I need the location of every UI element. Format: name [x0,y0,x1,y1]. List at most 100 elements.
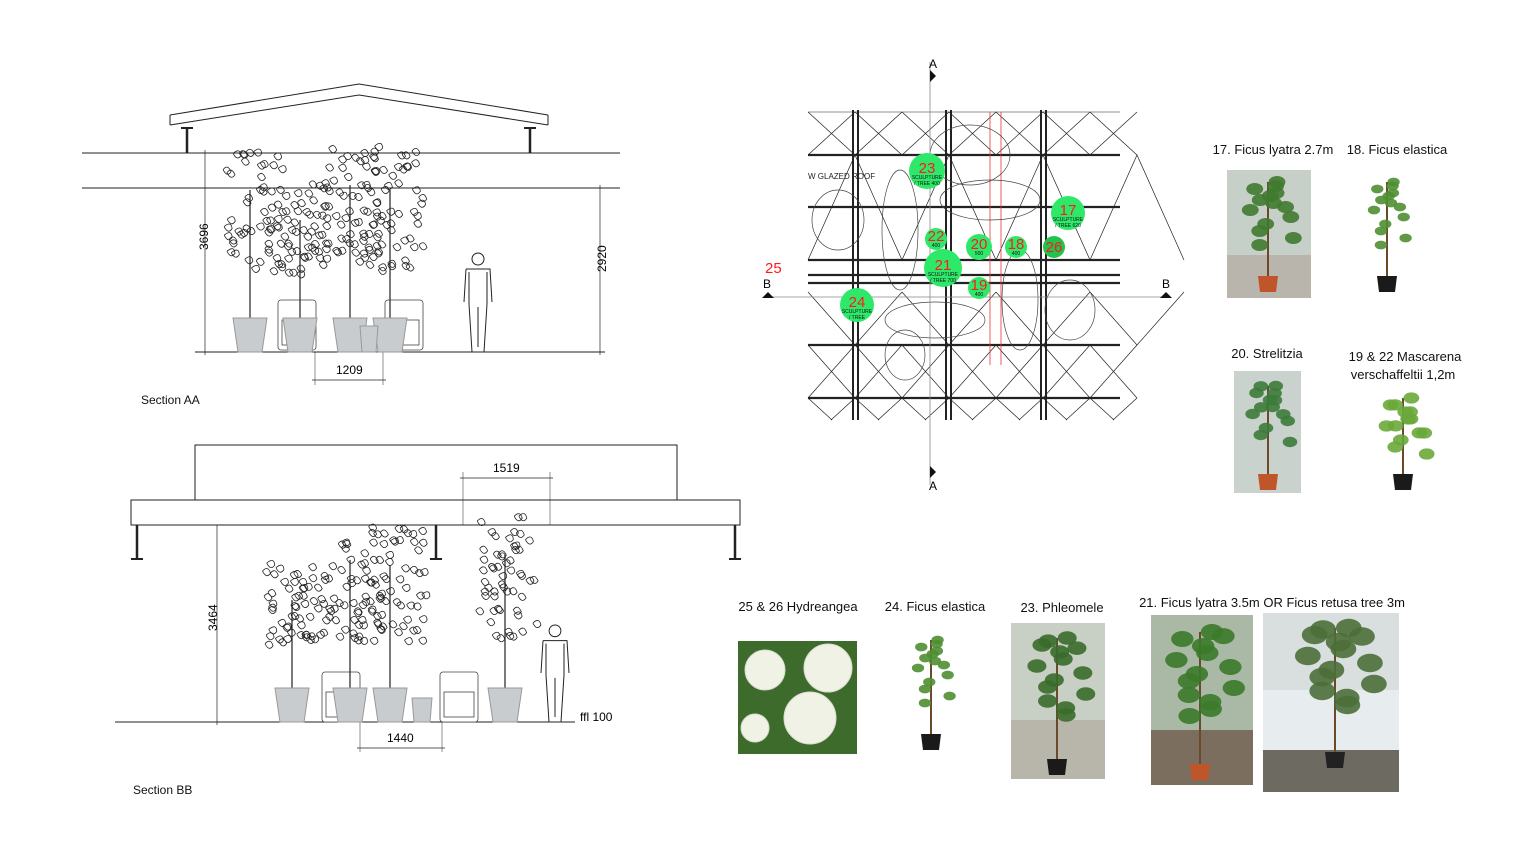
planter-icon [332,687,368,723]
marker-note-line: SCULPTURE [842,309,873,315]
marker-note-line: 500 [975,251,984,257]
furniture-outline [884,329,926,381]
flower [740,713,770,743]
photo-strelitzia-20 [1234,371,1301,493]
flower [783,691,837,745]
marker-number: 23 [919,160,936,177]
plant-photos [738,170,1435,792]
furniture-outline [939,179,1041,221]
marker-note-line: 400 [1012,251,1021,257]
marker-note-line: / TREE [849,315,866,321]
furniture-outline [884,301,986,339]
marker-25: 25 [765,260,782,277]
marker-circle [966,234,992,260]
pot [1047,759,1067,775]
planter-icon [359,325,379,353]
marker-number: 21 [935,257,952,274]
photo-ficus-retusa-21 [1263,613,1399,792]
marker-circle [909,153,945,189]
tree-elevation [475,513,542,723]
marker-circle [924,249,962,287]
photo-ficus-lyatra-17 [1227,170,1311,298]
section-bb-title: Section BB [133,783,193,797]
marker-number: 17 [1060,202,1077,219]
photo-ficus-lyatra-21 [1151,615,1253,785]
planter-icon [487,687,523,723]
plant-label-19-22-line2: verschaffeltii 1,2m [1350,367,1456,382]
plant-label-19-22-line1: 19 & 22 Mascarena [1348,349,1462,364]
planter-icon [372,317,408,353]
planter-icon [274,687,310,723]
marker-note: 400 [975,292,984,298]
tree-elevations [222,143,570,723]
marker-number: 20 [971,236,988,253]
pot [1258,276,1278,292]
plant-label-18: 18. Ficus elastica [1346,142,1448,157]
furniture-outline [881,169,919,291]
marker-note-line: SCULPTURE [928,272,959,278]
planter-icon [282,317,318,353]
marker-note-line: SCULPTURE [912,175,943,181]
pot [1393,474,1413,490]
person-icon [463,252,493,353]
section-bb-drawing [115,444,741,752]
plant-label-21: 21. Ficus lyatra 3.5m OR Ficus retusa tr… [1139,595,1405,610]
tree-elevation [222,148,287,353]
marker-note-line: / TREE 400 [914,181,940,187]
marker-number: 26 [1046,239,1063,256]
rooflight-box [194,444,678,501]
plant-label-23: 23. Phleomele [1020,600,1104,615]
pot [1377,276,1397,292]
dim-3696: 3696 [197,223,211,250]
plant-label-24: 24. Ficus elastica [884,599,986,614]
marker-note-line: / TREE 700 [930,278,956,284]
marker-note: 400 [932,243,941,249]
roof-outline-inner [169,94,549,126]
marker-note-line: / TREE 620 [1055,223,1081,229]
pot [1190,764,1210,780]
tree-elevation [321,143,387,353]
photo-ficus-elastica-24 [911,635,956,750]
tree-elevation [262,560,329,723]
plant-label-20: 20. Strelitzia [1231,346,1303,361]
dim-3464: 3464 [206,604,220,631]
marker-note-line: 400 [932,243,941,249]
photo-phleomele-23 [1011,623,1105,779]
furniture-outline [1044,279,1096,341]
section-a-bottom: A [929,479,937,493]
marker-number: 18 [1008,236,1025,253]
marker-note: SCULPTURE/ TREE 400 [912,175,943,187]
marker-note-line: 400 [975,292,984,298]
planter-icon [232,317,268,353]
roof-outline [169,83,549,116]
dim-2920: 2920 [595,245,609,272]
marker-note-line: SCULPTURE [1053,217,1084,223]
roof-note: W GLAZED ROOF [808,172,875,181]
marker-circle [1051,196,1085,230]
photo-hydrangea-25-26 [738,641,857,754]
section-b-left: B [763,277,771,291]
floor-level-label: ffl 100 [580,710,613,724]
section-aa-title: Section AA [141,393,200,407]
marker-circle [925,228,947,250]
marker-circle [1043,236,1065,258]
tree-elevation [359,523,431,723]
armchair-icon [439,671,479,723]
marker-circle [1005,236,1027,258]
pot [921,734,941,750]
photo-ficus-elastica-18 [1367,177,1412,292]
marker-note: SCULPTURE/ TREE 700 [928,272,959,284]
pot [1258,474,1278,490]
tree-elevation [359,147,428,353]
marker-note: SCULPTURE/ TREE 620 [1053,217,1084,229]
planter-icon [372,687,408,723]
